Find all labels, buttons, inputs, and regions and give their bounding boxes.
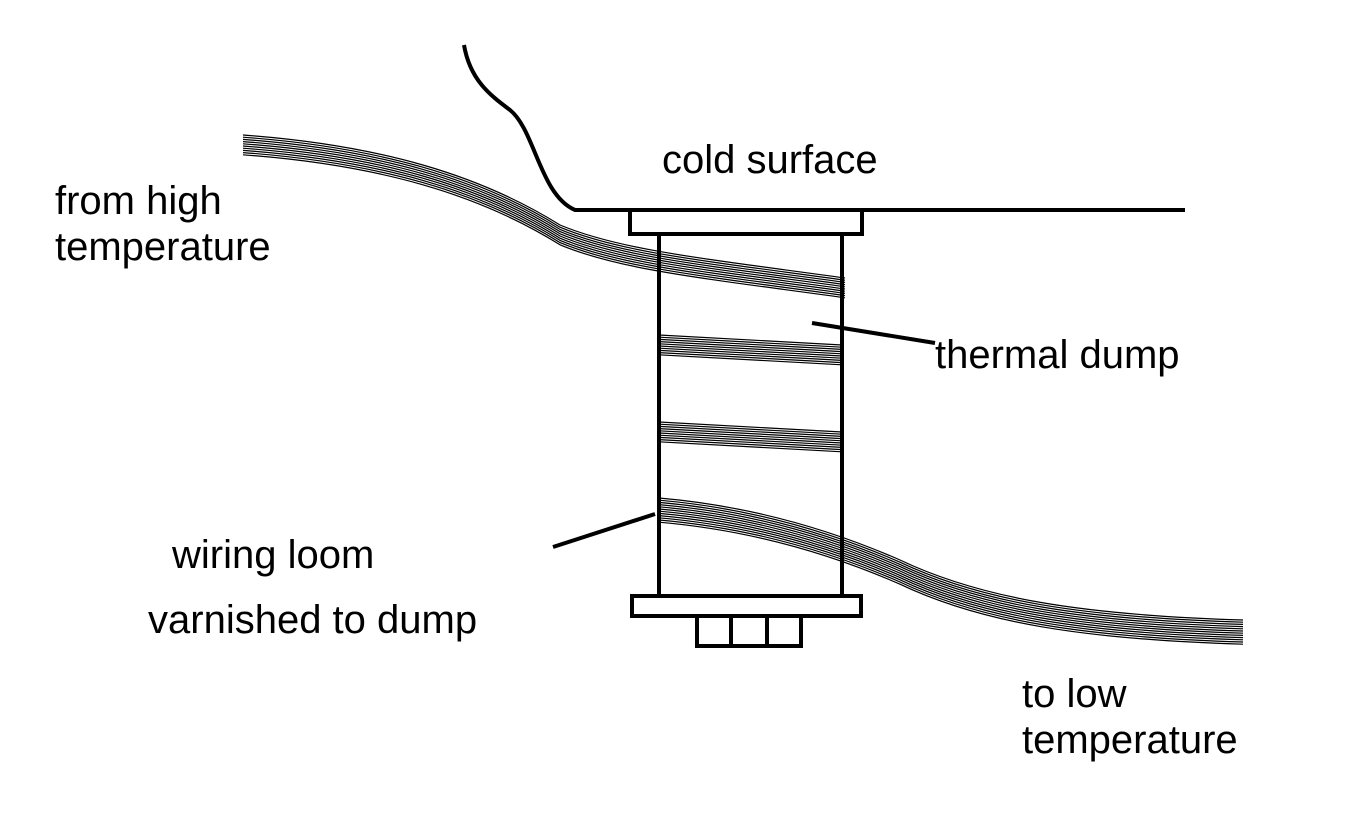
wrap-two-strand-8 — [658, 436, 843, 448]
wiring-loom-upper — [242, 134, 846, 299]
thermal-dump-label: thermal dump — [935, 333, 1180, 377]
wire-wrap-middle-2 — [658, 421, 843, 453]
upper-loom-strand-10 — [242, 154, 846, 299]
lower-loom-strand-9 — [658, 515, 1244, 639]
from-high-temperature-label-line1: from high — [55, 179, 222, 223]
mounting-flange-bottom — [630, 594, 863, 618]
lower-loom-strand-5 — [658, 506, 1244, 630]
cold-surface-outline — [462, 44, 1185, 212]
wrap-two-strand-9 — [658, 439, 843, 451]
from-high-temperature-label-line2: temperature — [55, 225, 271, 269]
lower-loom-strand-11 — [658, 519, 1244, 643]
wiring-loom-label-line2: varnished to dump — [148, 598, 477, 642]
lower-loom-strand-1 — [658, 497, 1244, 621]
mounting-flange-top — [628, 208, 864, 236]
wrap-one-strand-4 — [658, 341, 843, 353]
upper-loom-strand-1 — [242, 134, 846, 279]
lower-loom-strand-7 — [658, 510, 1244, 634]
upper-loom-strand-6 — [242, 145, 846, 290]
wrap-two-strand-1 — [658, 421, 843, 433]
to-low-temperature-label-line1: to low — [1022, 672, 1127, 716]
lower-loom-strand-12 — [658, 521, 1244, 645]
wrap-one-strand-3 — [658, 338, 843, 350]
mounting-nut — [695, 614, 803, 648]
lower-loom-strand-4 — [658, 504, 1244, 628]
wrap-one-strand-7 — [658, 347, 843, 359]
wrap-one-strand-1 — [658, 334, 843, 346]
upper-loom-strand-4 — [242, 141, 846, 286]
wrap-one-strand-10 — [658, 354, 843, 366]
wrap-one-strand-8 — [658, 349, 843, 361]
lower-loom-strand-3 — [658, 501, 1244, 625]
wire-wrap-middle-1 — [658, 334, 843, 366]
wrap-two-strand-3 — [658, 425, 843, 437]
wrap-two-strand-4 — [658, 428, 843, 440]
thermal-dump-leader-line — [811, 321, 936, 345]
cold-surface-label: cold surface — [662, 138, 878, 182]
wrap-two-strand-7 — [658, 434, 843, 446]
wrap-two-strand-2 — [658, 423, 843, 435]
wrap-one-strand-5 — [658, 343, 843, 355]
wrap-one-strand-2 — [658, 336, 843, 348]
wrap-two-strand-6 — [658, 432, 843, 444]
lower-loom-strand-10 — [658, 517, 1244, 641]
wiring-loom-leader-line — [552, 512, 656, 549]
wrap-one-strand-9 — [658, 352, 843, 364]
wrap-two-strand-10 — [658, 441, 843, 453]
upper-loom-strand-5 — [242, 143, 846, 288]
wiring-loom-lower — [658, 497, 1244, 645]
lower-loom-strand-6 — [658, 508, 1244, 632]
upper-loom-strand-2 — [242, 136, 846, 281]
upper-loom-strand-8 — [242, 149, 846, 294]
lower-loom-strand-8 — [658, 512, 1244, 636]
upper-loom-strand-3 — [242, 138, 846, 283]
wrap-two-strand-5 — [658, 430, 843, 442]
lower-loom-strand-2 — [658, 499, 1244, 623]
wrap-one-strand-6 — [658, 345, 843, 357]
upper-loom-strand-7 — [242, 147, 846, 292]
wiring-loom-label-line1: wiring loom — [171, 533, 374, 577]
upper-loom-strand-9 — [242, 152, 846, 297]
to-low-temperature-label-line2: temperature — [1022, 718, 1238, 762]
